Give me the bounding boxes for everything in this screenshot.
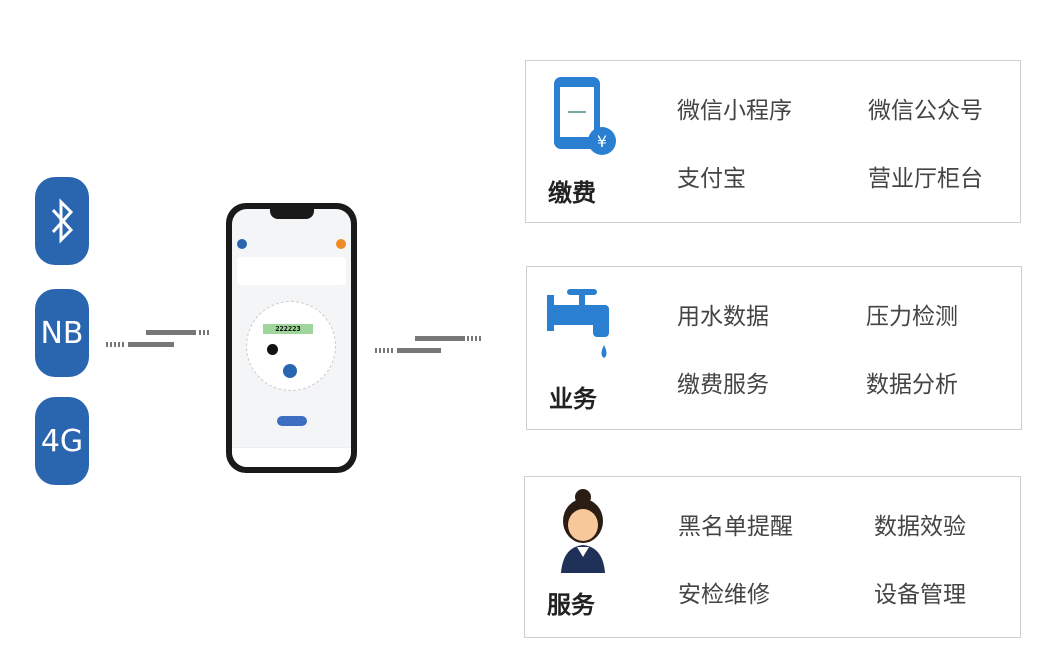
meter-reading: 222223 [263,324,313,334]
feature-item: 微信公众号 [868,98,983,124]
feature-item: 黑名单提醒 [678,514,793,540]
customer-service-icon [561,489,605,573]
bluetooth-icon [51,198,74,244]
nb-badge: NB [35,289,89,377]
settings-icon [336,239,346,249]
svg-text:¥: ¥ [597,132,607,151]
connector-line [397,348,441,353]
connector-line [415,336,465,341]
card-title: 业务 [549,385,597,413]
4g-badge: 4G [35,397,89,485]
payment-card: ¥ 缴费 微信小程序 微信公众号 支付宝 营业厅柜台 [525,60,1021,223]
feature-item: 数据效验 [874,514,966,540]
feature-item: 压力检测 [866,304,958,330]
card-title: 服务 [547,591,595,619]
bluetooth-badge [35,177,89,265]
feature-item: 缴费服务 [677,372,769,398]
feature-item: 用水数据 [677,304,769,330]
connector-line [467,336,481,341]
feature-item: 安检维修 [678,582,770,608]
connector-line [375,348,395,353]
business-card: 业务 用水数据 压力检测 缴费服务 数据分析 [526,266,1022,430]
service-card: 服务 黑名单提醒 数据效验 安检维修 设备管理 [524,476,1021,638]
connector-line [199,330,211,335]
feature-item: 数据分析 [866,372,958,398]
feature-item: 微信小程序 [677,98,792,124]
feature-item: 营业厅柜台 [868,166,983,192]
tab-bar[interactable] [232,447,351,467]
phone-mockup: 222223 [226,203,357,473]
feature-item: 支付宝 [677,166,746,192]
connector-line [146,330,196,335]
connector-line [106,342,126,347]
mobile-payment-icon: ¥ [554,77,616,155]
action-button[interactable] [277,416,307,426]
water-tap-icon [547,289,609,358]
water-meter-dial: 222223 [246,301,336,391]
card-title: 缴费 [548,179,596,207]
connector-line [128,342,174,347]
app-logo-icon [237,239,247,249]
feature-item: 设备管理 [874,582,966,608]
